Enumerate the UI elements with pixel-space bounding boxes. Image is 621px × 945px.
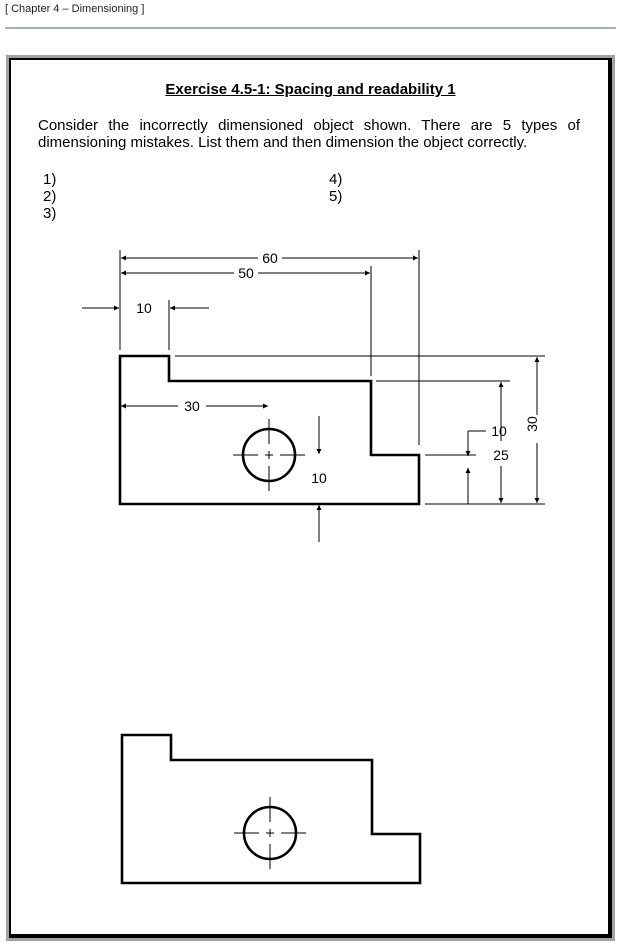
dim-right-30: 30 [524, 357, 540, 503]
header-rule [5, 27, 616, 29]
answer-label-4: 4) [329, 171, 343, 188]
dim-hole-10: 10 [311, 416, 327, 542]
dim-left-10: 10 [82, 300, 209, 316]
lower-hole-centerlines [234, 797, 306, 869]
answer-label-2: 2) [43, 188, 57, 205]
upper-hole-centerlines [233, 419, 305, 491]
upper-view: 60 50 10 30 10 10 [82, 250, 545, 542]
dim-right-10-label: 10 [491, 423, 507, 439]
extension-lines [119, 250, 545, 505]
answer-label-3: 3) [43, 205, 57, 222]
dim-60: 60 [121, 250, 418, 266]
exercise-title: Exercise 4.5-1: Spacing and readability … [165, 81, 456, 98]
dim-50: 50 [121, 265, 370, 281]
dim-inner-30-label: 30 [184, 398, 200, 414]
dim-60-label: 60 [262, 250, 278, 266]
lower-object-outline [120, 733, 422, 885]
exercise-frame [9, 58, 612, 938]
dim-inner-30: 30 [121, 398, 268, 414]
chapter-header: [ Chapter 4 – Dimensioning ] [5, 3, 145, 15]
answer-label-1: 1) [43, 171, 57, 188]
dim-right-10: 10 [465, 423, 507, 504]
upper-object-outline [118, 354, 421, 506]
dim-right-25: 25 [493, 382, 509, 503]
dim-50-label: 50 [238, 265, 254, 281]
dim-hole-10-label: 10 [311, 470, 327, 486]
exercise-intro: Consider the incorrectly dimensioned obj… [38, 117, 580, 151]
lower-view [120, 733, 422, 885]
dim-right-30-label: 30 [524, 416, 540, 432]
dim-right-25-label: 25 [493, 447, 509, 463]
answer-label-5: 5) [329, 188, 343, 205]
dim-left-10-label: 10 [136, 300, 152, 316]
